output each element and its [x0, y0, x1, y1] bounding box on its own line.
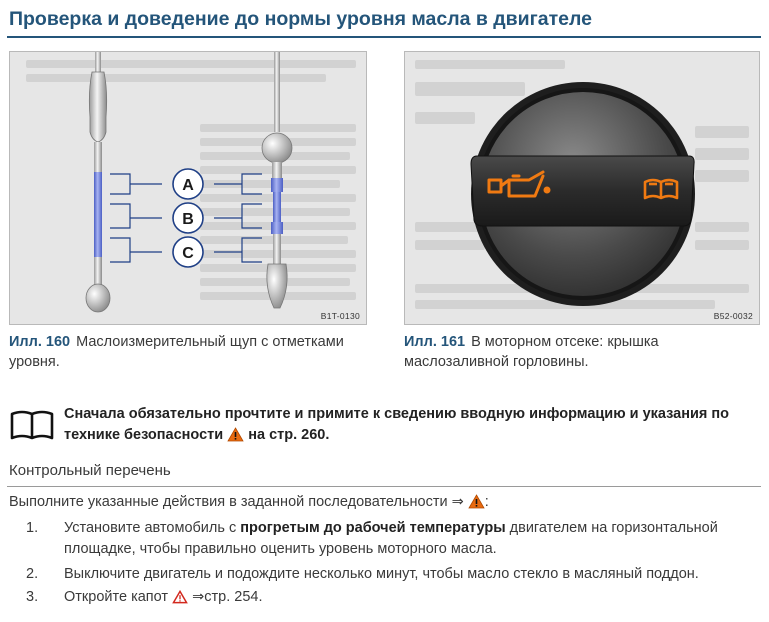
marker-b: B [172, 202, 204, 234]
step-number: 1. [26, 520, 39, 536]
svg-text:C: C [182, 245, 194, 262]
step-emphasis: прогретым до рабочей температуры [240, 520, 506, 536]
figure-oil-cap: B52-0032 [404, 51, 760, 325]
step-number: 2. [26, 566, 39, 582]
title-divider [7, 36, 761, 38]
marker-a: A [172, 168, 204, 200]
figure-dipstick: A B C B1T-0130 [9, 51, 367, 325]
page-title: Проверка и доведение до нормы уровня мас… [9, 8, 592, 30]
step-page-ref[interactable]: ⇒стр. 254. [192, 589, 263, 605]
dipstick-right [261, 52, 293, 309]
step-text: Откройте капот ⇒стр. 254. [64, 589, 263, 605]
oil-can-icon [487, 170, 551, 198]
step-number: 3. [26, 589, 39, 605]
caption-text: В моторном отсеке: крышка маслозаливной … [404, 334, 659, 370]
intro-text: Выполните указанные действия в заданной … [9, 494, 464, 510]
checklist-intro: Выполните указанные действия в заданной … [9, 494, 489, 510]
svg-text:B: B [182, 211, 194, 228]
dipstick-illustration: A B C [26, 52, 356, 313]
manual-book-icon [643, 178, 679, 200]
oil-cap-illustration [415, 60, 749, 309]
figure-code: B1T-0130 [320, 311, 360, 321]
svg-text:A: A [182, 177, 194, 194]
warning-icon [227, 427, 244, 442]
step-text: Выключите двигатель и подождите нескольк… [64, 566, 699, 582]
checklist-divider [7, 486, 761, 487]
warning-outline-icon [172, 590, 188, 604]
read-manual-book-icon [10, 410, 54, 440]
checklist-heading: Контрольный перечень [9, 462, 171, 479]
step-text: Установите автомобиль с прогретым до раб… [64, 520, 718, 557]
notice-page-ref[interactable]: на стр. 260. [248, 427, 330, 443]
dipstick-left [85, 52, 111, 313]
caption-text: Маслоизмерительный щуп с отметками уровн… [9, 334, 344, 370]
caption-label: Илл. 160 [9, 334, 71, 350]
notice-main-text: Сначала обязательно прочтите и примите к… [64, 406, 729, 443]
figure-code: B52-0032 [713, 311, 753, 321]
notice-text: Сначала обязательно прочтите и примите к… [64, 404, 762, 446]
marker-c: C [172, 236, 204, 268]
caption-label: Илл. 161 [404, 334, 466, 350]
warning-icon [468, 494, 485, 509]
